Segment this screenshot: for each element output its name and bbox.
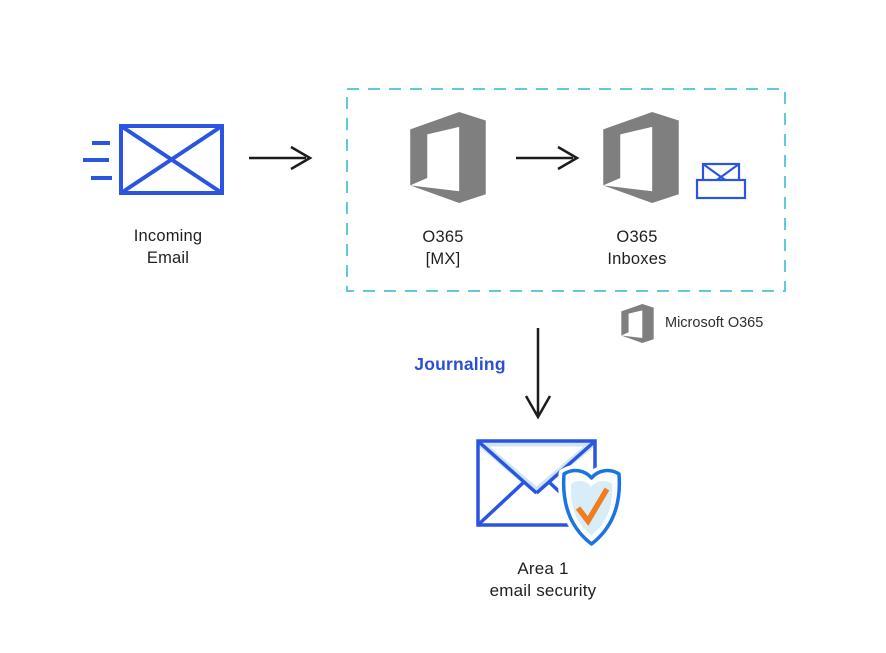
envelope-icon	[119, 124, 224, 195]
inbox-tray-icon	[695, 162, 747, 200]
arrow-right-icon	[249, 145, 313, 171]
arrow-right-icon	[516, 145, 580, 171]
tray-shape	[695, 178, 747, 200]
incoming-email-envelope-icon	[83, 124, 224, 195]
speed-lines-icon	[83, 141, 112, 180]
legend-label: Microsoft O365	[665, 315, 764, 331]
journaling-label: Journaling	[414, 354, 506, 374]
office365-icon	[603, 112, 679, 203]
o365-boundary-box	[346, 88, 786, 292]
area1-label: Area 1 email security	[489, 559, 597, 600]
incoming-email-label: Incoming Email	[133, 227, 203, 267]
checkmark-icon	[575, 487, 610, 526]
envelope-shield-icon	[476, 439, 625, 550]
office365-icon	[410, 112, 486, 203]
o365-mx-label: O365 [MX]	[422, 228, 464, 268]
office365-small-icon	[621, 304, 654, 343]
shield-check-icon	[558, 465, 625, 550]
o365-inboxes-label: O365 Inboxes	[607, 228, 667, 268]
arrow-down-icon	[524, 328, 552, 420]
